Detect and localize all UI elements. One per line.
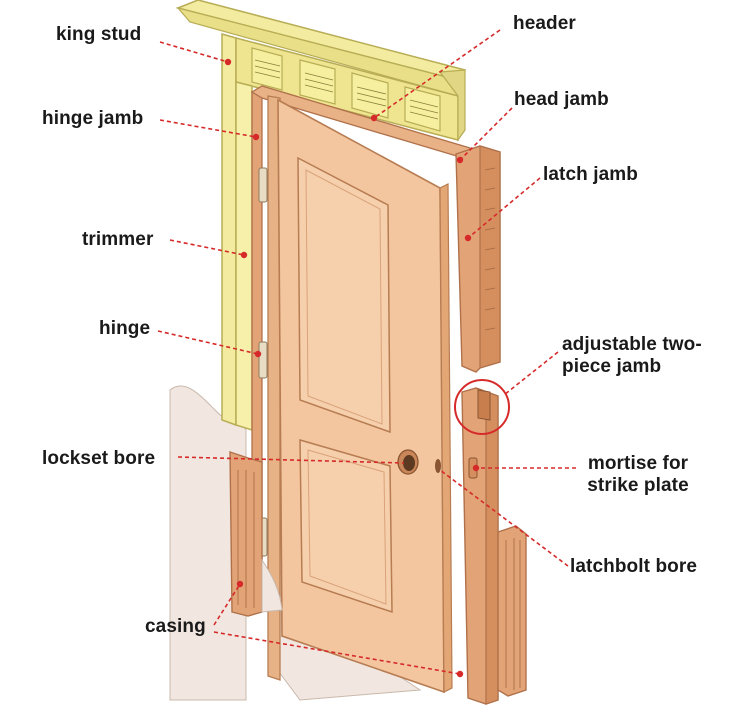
adjustable-jamb-tongue [477,389,491,421]
label-mortise-line2: strike plate [587,475,689,496]
casing-left-torn-wall [261,558,283,613]
label-header: header [513,13,576,34]
leader-hinge-jamb [159,119,257,138]
door-right-edge [439,183,453,693]
label-latchbolt-bore: latchbolt bore [570,556,698,577]
door-upper-panel [297,156,391,434]
label-adjustable-line2: piece jamb [562,356,662,377]
leader-latch-jamb [467,177,541,239]
leader-lockset-bore [177,456,405,464]
label-latch-jamb: latch jamb [543,164,638,185]
label-adjustable-two-piece-jamb: adjustable two- piece jamb [562,334,702,378]
adjustable-jamb-highlight [454,379,510,435]
label-king-stud: king stud [56,24,142,45]
label-mortise-line1: mortise for [587,453,689,474]
leader-latchbolt-bore [439,469,569,567]
door-upper-panel-inner [305,169,383,425]
leader-king-stud [159,41,229,63]
label-trimmer: trimmer [82,229,154,250]
door-lower-panel [299,438,393,614]
leader-trimmer [169,239,245,256]
label-mortise-for-strike-plate: mortise for strike plate [576,453,700,497]
leader-casing [213,583,241,626]
header-end [438,69,466,142]
casing-right [497,525,527,697]
leader-head-jamb [459,107,513,161]
door-slab-edge [267,95,281,681]
label-lockset-bore: lockset bore [42,448,156,469]
label-casing: casing [145,616,206,637]
leader-header [373,29,501,119]
leader-dots [224,58,480,678]
header-grain [254,59,439,120]
latch-jamb-grain [484,167,496,331]
label-head-jamb: head jamb [514,89,609,110]
leader-hinge [157,330,259,355]
label-adjustable-line1: adjustable two- [562,334,702,355]
king-stud [221,33,237,427]
leader-lines [157,29,576,675]
leader-adjustable-jamb [503,351,559,396]
drywall [169,385,247,701]
label-hinge-jamb: hinge jamb [42,108,144,129]
lockset-bore-graphic [397,449,441,475]
door-lower-panel-inner [307,449,387,605]
label-hinge: hinge [99,318,151,339]
latch-jamb-upper-side [479,145,501,369]
